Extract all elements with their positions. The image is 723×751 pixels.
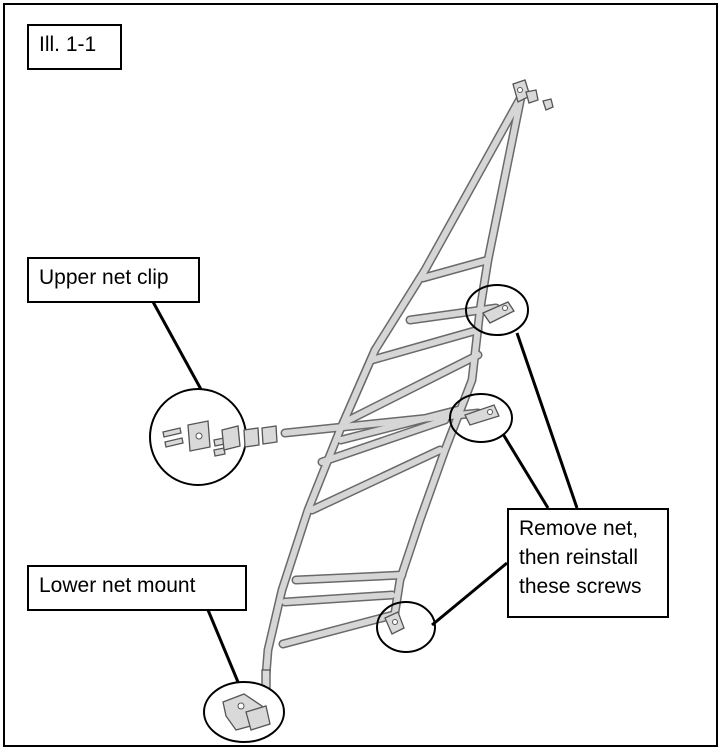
screw-tab-middle [464, 404, 500, 426]
top-mount-bracket [512, 79, 554, 111]
screw-tab-upper [482, 301, 515, 324]
remove-leader-middle [501, 433, 550, 509]
remove-leader-lower [431, 561, 508, 627]
remove-net-line-2: then reinstall [519, 546, 639, 569]
screw-tab-lower [384, 611, 405, 635]
remove-net-line-3: these screws [519, 575, 642, 598]
upper-screw-circle [465, 284, 529, 336]
upper-clip-hardware [162, 420, 278, 457]
illustration-id-label: Ill. 1-1 [27, 24, 122, 70]
remove-net-line-1: Remove net, [519, 517, 639, 540]
cargo-net-frame [261, 79, 554, 691]
remove-net-instruction: Remove net, then reinstall these screws [507, 508, 669, 618]
lower-screw-circle [376, 601, 436, 653]
remove-leader-upper [515, 332, 579, 509]
lower-mount-leader [206, 609, 245, 695]
middle-screw-circle [449, 393, 513, 443]
upper-net-clip-label: Upper net clip [27, 257, 200, 303]
lower-net-mount-label: Lower net mount [27, 565, 247, 611]
upper-clip-leader [150, 299, 205, 394]
lower-mount-hardware [222, 693, 271, 731]
